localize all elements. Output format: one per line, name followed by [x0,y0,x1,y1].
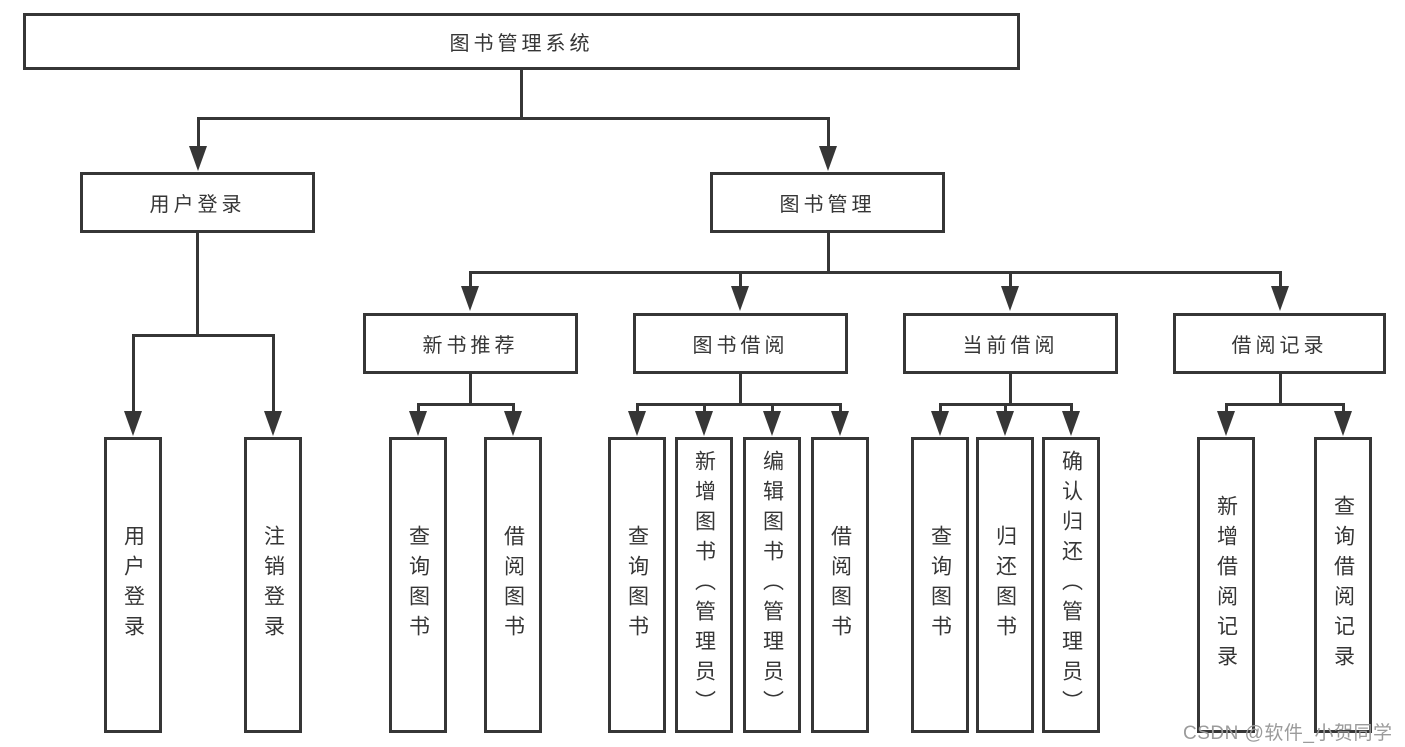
arrow-down-icon [819,146,837,171]
connector-vline [938,403,942,413]
connector-hline [131,334,275,337]
leaf-node-label: 借阅图书 [501,525,525,645]
branch-node-label: 用户登录 [149,194,246,216]
connector-vline [468,374,472,406]
leaf-node-label: 确认归还（管理员） [1059,450,1083,720]
arrow-down-icon [763,411,781,436]
leaf-node-borrow-books: 借阅图书 [811,437,869,733]
arrow-down-icon [1334,411,1352,436]
branch-node-label: 图书管理 [779,194,876,216]
connector-vline [826,233,830,274]
leaf-node-label: 查询图书 [625,525,649,645]
arrow-down-icon [831,411,849,436]
arrow-down-icon [189,146,207,171]
arrow-down-icon [731,286,749,311]
connector-hline [1224,403,1345,406]
leaf-node-label: 归还图书 [993,525,1017,645]
leaf-node-user-login: 用户登录 [104,437,162,733]
module-node-label: 借阅记录 [1231,335,1328,357]
connector-vline [468,271,472,287]
arrow-down-icon [504,411,522,436]
csdn-watermark: CSDN @软件_小贺同学 [1183,723,1393,744]
connector-hline [635,403,842,406]
connector-vline [1278,374,1282,406]
module-node-new-book-recommend: 新书推荐 [363,313,578,374]
arrow-down-icon [1062,411,1080,436]
arrow-down-icon [124,411,142,436]
leaf-node-label: 编辑图书（管理员） [760,450,784,720]
root-node-label: 图书管理系统 [449,33,594,55]
connector-vline [1003,403,1007,413]
module-node-label: 新书推荐 [422,335,519,357]
leaf-node-label: 查询借阅记录 [1331,495,1355,675]
connector-vline [838,403,842,413]
arrow-down-icon [996,411,1014,436]
branch-node-user-login: 用户登录 [80,172,315,233]
module-node-current-borrow: 当前借阅 [903,313,1118,374]
arrow-down-icon [461,286,479,311]
leaf-node-label: 借阅图书 [828,525,852,645]
connector-vline [738,271,742,287]
connector-vline [196,117,200,148]
connector-vline [519,70,523,119]
connector-hline [196,117,830,120]
connector-vline [1224,403,1228,413]
arrow-down-icon [1271,286,1289,311]
connector-vline [1069,403,1073,413]
arrow-down-icon [1001,286,1019,311]
connector-vline [826,117,830,148]
module-node-book-borrow: 图书借阅 [633,313,848,374]
leaf-node-add-borrow-record: 新增借阅记录 [1197,437,1255,733]
arrow-down-icon [409,411,427,436]
connector-vline [1008,271,1012,287]
leaf-node-confirm-return-admin: 确认归还（管理员） [1042,437,1100,733]
module-node-borrow-records: 借阅记录 [1173,313,1386,374]
arrow-down-icon [628,411,646,436]
connector-vline [770,403,774,413]
leaf-node-query-books-borrow: 查询图书 [608,437,666,733]
module-node-label: 图书借阅 [692,335,789,357]
connector-vline [1008,374,1012,406]
leaf-node-label: 新增图书（管理员） [692,450,716,720]
leaf-node-query-borrow-record: 查询借阅记录 [1314,437,1372,733]
root-node-library-system: 图书管理系统 [23,13,1020,70]
leaf-node-add-books-admin: 新增图书（管理员） [675,437,733,733]
leaf-node-return-books: 归还图书 [976,437,1034,733]
connector-vline [738,374,742,406]
leaf-node-label: 查询图书 [406,525,430,645]
leaf-node-borrow-books-recommend: 借阅图书 [484,437,542,733]
leaf-node-query-books-recommend: 查询图书 [389,437,447,733]
connector-vline [702,403,706,413]
connector-hline [416,403,515,406]
arrow-down-icon [1217,411,1235,436]
connector-vline [416,403,420,413]
leaf-node-label: 用户登录 [121,525,145,645]
leaf-node-label: 注销登录 [261,525,285,645]
leaf-node-label: 新增借阅记录 [1214,495,1238,675]
arrow-down-icon [695,411,713,436]
arrow-down-icon [931,411,949,436]
connector-vline [271,334,275,412]
connector-hline [468,271,1282,274]
leaf-node-logout: 注销登录 [244,437,302,733]
connector-vline [635,403,639,413]
branch-node-book-management: 图书管理 [710,172,945,233]
arrow-down-icon [264,411,282,436]
leaf-node-label: 查询图书 [928,525,952,645]
connector-vline [511,403,515,413]
connector-vline [1278,271,1282,287]
connector-vline [195,233,199,337]
connector-vline [131,334,135,412]
leaf-node-edit-books-admin: 编辑图书（管理员） [743,437,801,733]
connector-vline [1341,403,1345,413]
leaf-node-query-books-current: 查询图书 [911,437,969,733]
module-node-label: 当前借阅 [962,335,1059,357]
